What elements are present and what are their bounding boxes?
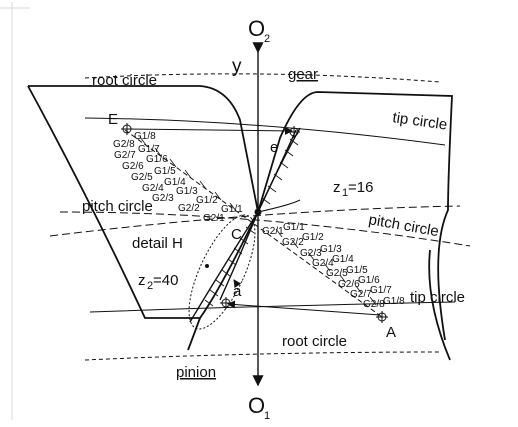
point-markers — [121, 123, 388, 323]
label-z1: z — [333, 179, 341, 196]
g-lower-label: G1/6 — [358, 275, 380, 286]
label-detail-h: detail H — [132, 235, 183, 252]
g-lower-label: G1/7 — [370, 285, 392, 296]
pitch-circle-gear — [59, 211, 471, 247]
label-point-c: C — [231, 226, 242, 243]
g-labels-upper: G1/8 G2/8 G1/7 G2/7 G1/6 G2/6 G1/5 G2/5 … — [113, 131, 243, 224]
g-lower-label: G1/2 — [302, 232, 324, 243]
root-circle-top — [84, 73, 441, 83]
g-upper-label: G2/8 — [113, 139, 135, 150]
g-upper-label: G1/4 — [164, 177, 186, 188]
pinion-outline-left — [27, 85, 259, 319]
pitch-circle-pinion — [49, 205, 461, 237]
label-z1-sub: 1 — [342, 187, 348, 199]
label-o1-sub: 1 — [264, 410, 270, 422]
g-upper-label: G2/6 — [122, 161, 144, 172]
g-upper-label: G1/1 — [221, 204, 243, 215]
label-o1: O — [248, 393, 265, 418]
flank-hatch-marks — [204, 138, 299, 307]
label-point-e-upper: E — [108, 111, 118, 128]
pitch-point-c — [254, 208, 262, 216]
label-pitch-circle-right: pitch circle — [367, 211, 440, 240]
g-lower-label: G1/5 — [346, 265, 368, 276]
g-lower-label: G2/8 — [363, 299, 385, 310]
label-z2-sub: 2 — [147, 280, 153, 292]
g-lower-label: G2/2 — [282, 237, 304, 248]
tooth-contact-curve — [257, 199, 301, 213]
label-y-axis: y — [232, 56, 242, 77]
label-z2-val: =40 — [153, 272, 178, 289]
g-lower-label: G2/3 — [300, 248, 322, 259]
label-tip-circle-bottom: tip circle — [410, 289, 465, 306]
g-upper-label: G1/7 — [138, 144, 160, 155]
loa-ticks — [139, 136, 377, 306]
g-labels-lower: G2/1 G1/1 G2/2 G1/2 G2/3 G1/3 G2/4 G1/4 … — [262, 222, 405, 310]
g-upper-label: G2/2 — [178, 203, 200, 214]
g-lower-label: G2/7 — [350, 289, 372, 300]
label-point-a-upper: A — [386, 324, 396, 341]
g-upper-label: G1/3 — [176, 186, 198, 197]
label-tip-circle-top: tip circle — [391, 109, 448, 133]
root-circle-bottom — [84, 351, 441, 361]
label-pitch-circle-left: pitch circle — [82, 198, 153, 215]
g-lower-label: G2/1 — [262, 226, 284, 237]
arrow-a-to-a — [227, 300, 381, 316]
g-upper-label: G2/1 — [203, 213, 225, 224]
g-upper-label: G1/6 — [146, 154, 168, 165]
tip-circle-top — [84, 117, 446, 146]
label-pinion: pinion — [176, 364, 216, 381]
g-upper-label: G1/5 — [154, 166, 176, 177]
label-point-e-lower: e — [270, 139, 278, 156]
g-lower-label: G2/5 — [326, 268, 348, 279]
label-o2: O — [248, 16, 265, 41]
arrow-e-to-e — [126, 126, 293, 135]
g-upper-label: G1/2 — [196, 195, 218, 206]
g-upper-label: G2/7 — [114, 150, 136, 161]
g-lower-label: G2/6 — [338, 279, 360, 290]
arrow-tooth-a — [233, 279, 242, 289]
label-point-a-lower: a — [233, 283, 242, 300]
g-lower-label: G1/3 — [320, 244, 342, 255]
g-upper-label: G2/3 — [152, 193, 174, 204]
g-upper-label: G2/4 — [142, 183, 164, 194]
g-lower-label: G1/1 — [283, 222, 305, 233]
g-lower-label: G1/8 — [383, 296, 405, 307]
label-gear: gear — [288, 66, 318, 83]
g-lower-label: G2/4 — [312, 258, 334, 269]
pinion-root-left — [187, 317, 201, 351]
gear-outline — [28, 85, 453, 341]
g-upper-label: G2/5 — [131, 172, 153, 183]
label-root-circle-bottom: root circle — [282, 333, 347, 350]
g-upper-label: G1/8 — [134, 131, 156, 142]
detail-h-dot — [205, 264, 209, 268]
label-o2-sub: 2 — [264, 33, 270, 45]
detail-h-ellipse — [188, 214, 256, 330]
label-z2: z — [138, 272, 146, 289]
g-lower-label: G1/4 — [332, 254, 354, 265]
line-of-action — [124, 129, 383, 318]
label-root-circle-top: root circle — [92, 72, 157, 89]
label-z1-val: =16 — [348, 179, 373, 196]
